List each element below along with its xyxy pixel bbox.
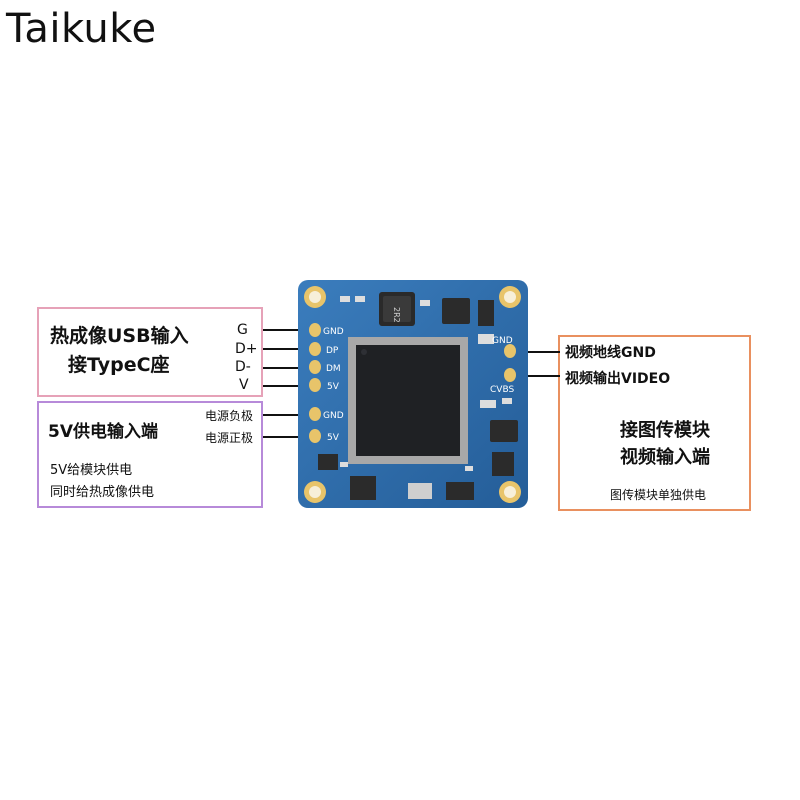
lead-line-video-out — [510, 375, 560, 377]
usb-pin-v-label: V — [239, 377, 249, 393]
usb-title-line2: 接TypeC座 — [68, 354, 170, 376]
usb-pin-g-label: G — [237, 322, 248, 338]
mounting-holes — [304, 286, 521, 503]
svg-text:DM: DM — [326, 364, 341, 374]
video-title-line1: 接图传模块 — [620, 420, 710, 441]
svg-text:GND: GND — [492, 336, 513, 346]
left-pads — [309, 323, 321, 443]
lead-line-power-neg — [263, 414, 315, 416]
video-out-label: 视频输出VIDEO — [565, 371, 671, 387]
right-pads — [504, 344, 516, 382]
svg-text:5V: 5V — [327, 433, 340, 443]
svg-text:5V: 5V — [327, 382, 340, 392]
power-desc-line1: 5V给模块供电 — [50, 463, 133, 478]
left-silk-labels: GND DP DM 5V GND 5V — [323, 327, 344, 443]
lead-line-dminus — [263, 367, 315, 369]
svg-text:CVBS: CVBS — [490, 385, 514, 395]
usb-input-box — [37, 307, 263, 397]
right-silk-labels: GND CVBS — [490, 336, 514, 395]
lead-line-dplus — [263, 348, 315, 350]
inductor-mark: 2R2 — [392, 307, 401, 323]
video-title-line2: 视频输入端 — [620, 447, 710, 468]
brand-logo-text: Taikuke — [6, 6, 157, 52]
usb-title-line1: 热成像USB输入 — [50, 325, 189, 347]
video-output-box — [558, 335, 751, 511]
svg-text:DP: DP — [326, 346, 339, 356]
power-negative-label: 电源负极 — [205, 409, 254, 423]
lead-line-video-gnd — [510, 351, 560, 353]
usb-pin-dminus-label: D- — [235, 359, 251, 375]
smd-components — [318, 296, 518, 500]
video-gnd-label: 视频地线GND — [565, 345, 656, 361]
svg-text:GND: GND — [323, 411, 344, 421]
lead-line-power-pos — [263, 436, 315, 438]
power-positive-label: 电源正极 — [205, 431, 254, 445]
power-desc-line2: 同时给热成像供电 — [50, 485, 155, 500]
svg-text:GND: GND — [323, 327, 344, 337]
lead-line-v — [263, 385, 315, 387]
video-note: 图传模块单独供电 — [610, 488, 707, 502]
lead-line-g — [263, 329, 315, 331]
usb-pin-dplus-label: D+ — [235, 341, 258, 357]
power-title: 5V供电输入端 — [48, 422, 158, 442]
power-input-box — [37, 401, 263, 508]
main-chip — [348, 337, 468, 464]
